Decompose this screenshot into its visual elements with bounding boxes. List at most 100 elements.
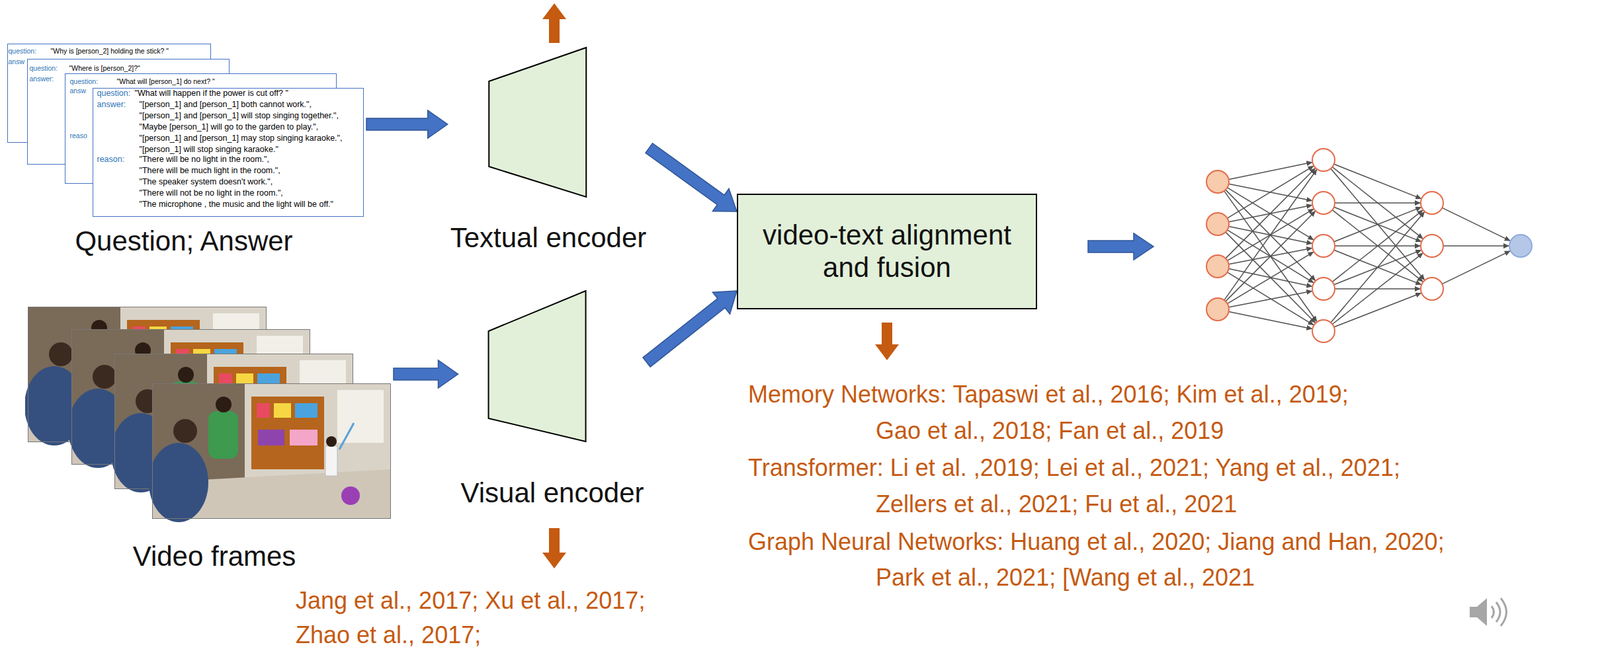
nn-neuron bbox=[1312, 320, 1335, 343]
field-key: reason: bbox=[97, 154, 126, 165]
card-text: "There will be much light in the room.", bbox=[139, 166, 281, 176]
nn-neuron bbox=[1206, 170, 1229, 194]
nn-connection bbox=[1228, 291, 1313, 307]
sound-wave bbox=[1500, 598, 1507, 627]
toy bbox=[341, 486, 360, 506]
card-text: "[person_1] and [person_1] may stop sing… bbox=[139, 133, 343, 143]
flow-arrow bbox=[393, 360, 459, 389]
label-anchor: answ bbox=[8, 57, 26, 66]
label-anchor: answer: bbox=[29, 74, 55, 83]
label-anchor: "There will not be no light in the room.… bbox=[139, 188, 284, 198]
label-anchor: "What will [person_1] do next? " bbox=[117, 77, 215, 86]
caption-label: Question; Answer bbox=[74, 225, 293, 258]
shelf-item bbox=[294, 403, 318, 419]
label-anchor: question: bbox=[70, 77, 99, 86]
nn-neuron bbox=[1420, 234, 1444, 258]
caption-label: Visual encoder bbox=[460, 477, 644, 510]
orange-arrow-up bbox=[542, 3, 567, 43]
nn-connection bbox=[1441, 207, 1511, 241]
box-label: video-text alignment and fusion bbox=[751, 219, 1023, 284]
video-frames: Video frames bbox=[25, 304, 394, 576]
nn-neuron bbox=[1206, 298, 1229, 321]
label-anchor: Memory Networks: Tapaswi et al., 2016; K… bbox=[748, 380, 1349, 409]
card-text: "[person_1] will stop singing karaoke." bbox=[139, 144, 279, 155]
speaker-icon bbox=[1469, 598, 1507, 627]
nn-connection bbox=[1334, 293, 1421, 328]
video-frame bbox=[148, 383, 391, 523]
trapezoid-outline bbox=[488, 291, 587, 442]
window-light bbox=[337, 390, 384, 444]
card-text: "What will happen if the power is cut of… bbox=[134, 88, 289, 98]
citation: Park et al., 2021; [Wang et al., 2021 bbox=[875, 564, 1255, 592]
qa-card: question:"What will happen if the power … bbox=[92, 87, 364, 217]
nn-connection bbox=[1332, 167, 1423, 239]
shelf-item bbox=[257, 429, 285, 446]
card-text: "[person_1] and [person_1] both cannot w… bbox=[139, 99, 312, 110]
nn-connection bbox=[1334, 164, 1422, 199]
trapezoid-outline bbox=[488, 47, 587, 198]
sound-wave bbox=[1496, 602, 1501, 623]
card-text: "The microphone , the music and the ligh… bbox=[139, 199, 335, 210]
child-head bbox=[326, 436, 337, 448]
nn-neuron bbox=[1206, 255, 1229, 278]
citation: Zellers et al., 2021; Fu et al., 2021 bbox=[875, 490, 1237, 518]
field-key: reaso bbox=[70, 131, 88, 140]
label-anchor: Jang et al., 2017; Xu et al., 2017; bbox=[295, 587, 645, 615]
neural-network bbox=[1206, 148, 1532, 343]
field-key: answer: bbox=[97, 99, 127, 110]
shelf-item bbox=[273, 403, 292, 419]
nn-neuron bbox=[1420, 277, 1444, 301]
nn-connection bbox=[1332, 253, 1423, 325]
card-text: "What will [person_1] do next? " bbox=[117, 77, 215, 86]
person-head bbox=[215, 396, 232, 413]
card-text: "The speaker system doesn't work.", bbox=[139, 177, 274, 187]
label-anchor: answ bbox=[70, 86, 87, 95]
video-frames-art bbox=[25, 304, 394, 576]
label-anchor: "There will be much light in the room.", bbox=[139, 166, 281, 176]
textual-encoder: Textual encoder bbox=[447, 44, 650, 257]
nn-neuron bbox=[1312, 148, 1335, 172]
label-anchor: Gao et al., 2018; Fan et al., 2019 bbox=[875, 417, 1224, 445]
nn-connection bbox=[1227, 252, 1314, 304]
orange-arrow-down bbox=[875, 322, 899, 361]
nn-connection bbox=[1334, 207, 1422, 243]
nn-connection bbox=[1225, 211, 1315, 302]
label-anchor: Zhao et al., 2017; bbox=[295, 621, 481, 649]
caption-label: Textual encoder bbox=[450, 222, 647, 254]
nn-neuron bbox=[1312, 191, 1335, 215]
nn-neuron bbox=[1420, 191, 1444, 215]
label-anchor: "[person_1] and [person_1] both cannot w… bbox=[139, 99, 312, 110]
field-key: question: bbox=[70, 77, 99, 86]
flow-arrow bbox=[366, 110, 448, 139]
field-key: answ bbox=[8, 57, 26, 66]
field-key: question: bbox=[29, 64, 59, 73]
nn-connection bbox=[1332, 210, 1423, 282]
nn-neuron bbox=[1312, 277, 1335, 301]
card-text: "There will be no light in the room.", bbox=[139, 154, 270, 165]
label-anchor: question: bbox=[8, 46, 38, 55]
label-anchor: "Maybe [person_1] will go to the garden … bbox=[139, 122, 319, 132]
nn-connection bbox=[1330, 212, 1425, 323]
label-anchor: "The microphone , the music and the ligh… bbox=[139, 199, 335, 210]
citation: Zhao et al., 2017; bbox=[295, 621, 481, 649]
citation: Gao et al., 2018; Fan et al., 2019 bbox=[875, 417, 1224, 445]
nn-neuron bbox=[1206, 212, 1229, 236]
nn-connection bbox=[1228, 162, 1313, 180]
speaker-body bbox=[1469, 598, 1487, 627]
fusion-box: video-text alignment and fusion bbox=[736, 193, 1038, 310]
citation: Transformer: Li et al. ,2019; Lei et al.… bbox=[748, 454, 1401, 482]
nn-connection bbox=[1228, 311, 1313, 329]
output-arrow bbox=[1088, 233, 1154, 260]
qa-card-stack: question: "Why is [person_2] holding the … bbox=[4, 41, 367, 260]
citation: Jang et al., 2017; Xu et al., 2017; bbox=[295, 587, 645, 615]
card-text: "There will not be no light in the room.… bbox=[139, 188, 284, 198]
person-body bbox=[148, 443, 209, 523]
label-anchor: "[person_1] will stop singing karaoke." bbox=[139, 144, 279, 155]
nn-connection bbox=[1334, 207, 1422, 242]
nn-connection bbox=[1443, 245, 1509, 247]
card-text: "Why is [person_2] holding the stick? " bbox=[50, 46, 169, 55]
citation: Graph Neural Networks: Huang et al., 202… bbox=[748, 528, 1445, 556]
flow-arrow bbox=[642, 291, 737, 368]
card-text: "[person_1] and [person_1] will stop sin… bbox=[139, 111, 339, 121]
